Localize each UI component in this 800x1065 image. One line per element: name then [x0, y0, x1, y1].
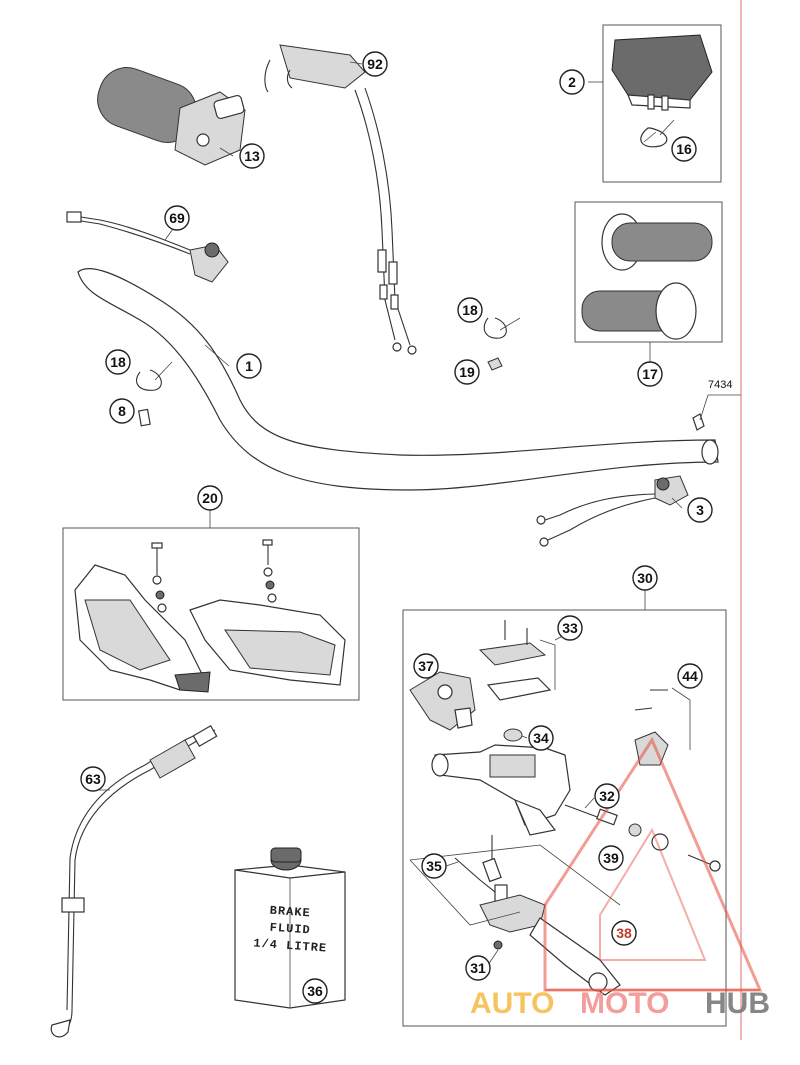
callout-19-label: 19: [459, 364, 475, 380]
clamp-parts-center: [483, 317, 521, 371]
callout-32: 32: [594, 783, 620, 809]
grips-group: [574, 201, 723, 362]
callout-1-label: 1: [245, 358, 253, 374]
callout-35: 35: [421, 853, 447, 879]
callout-3-label: 3: [696, 502, 704, 518]
callout-38-label: 38: [616, 925, 632, 941]
callout-2-label: 2: [568, 74, 576, 90]
callout-20: 20: [197, 485, 223, 511]
clamp-parts-left: [136, 361, 173, 427]
handlebar: [77, 268, 719, 491]
callout-69-label: 69: [169, 210, 185, 226]
callout-36: 36: [302, 978, 328, 1004]
callout-17: 17: [637, 361, 663, 387]
callout-39: 39: [598, 845, 624, 871]
callout-13-label: 13: [244, 148, 260, 164]
watermark-auto: AUTO: [470, 987, 554, 1020]
callout-16-label: 16: [676, 141, 692, 157]
callout-37: 37: [413, 653, 439, 679]
callout-19: 19: [454, 359, 480, 385]
callout-18-left: 18: [105, 349, 131, 375]
watermark-moto: MOTO: [580, 987, 669, 1020]
callout-39-label: 39: [603, 850, 619, 866]
can-label-line1: BRAKE: [269, 904, 311, 921]
callout-33: 33: [557, 615, 583, 641]
callout-31: 31: [465, 955, 491, 981]
callout-34: 34: [528, 725, 554, 751]
callout-18-center-label: 18: [462, 302, 478, 318]
callout-44: 44: [677, 663, 703, 689]
callout-34-label: 34: [533, 730, 549, 746]
callout-69: 69: [164, 205, 190, 231]
callout-16: 16: [671, 136, 697, 162]
handlebar-pad-group: [588, 24, 722, 183]
brake-hose: [50, 724, 218, 1038]
kill-switch-assembly: [66, 211, 229, 283]
watermark-hub: HUB: [705, 987, 770, 1020]
reference-code: 7434: [708, 379, 732, 391]
callout-37-label: 37: [418, 658, 434, 674]
brake-master-cylinder-group: [402, 590, 727, 1027]
callout-20-label: 20: [202, 490, 218, 506]
callout-32-label: 32: [599, 788, 615, 804]
callout-1: 1: [236, 353, 262, 379]
start-switch-assembly: [536, 475, 689, 547]
throttle-cables: [264, 44, 417, 355]
callout-18-left-label: 18: [110, 354, 126, 370]
brake-fluid-can: [234, 847, 346, 1009]
callout-13: 13: [239, 143, 265, 169]
callout-33-label: 33: [562, 620, 578, 636]
callout-17-label: 17: [642, 366, 658, 382]
callout-30-label: 30: [637, 570, 653, 586]
reference-label-group: 7434: [699, 379, 741, 421]
can-label-line2: FLUID: [269, 921, 311, 938]
callout-92: 92: [362, 51, 388, 77]
callout-38: 38: [611, 920, 637, 946]
callout-30: 30: [632, 565, 658, 591]
callout-35-label: 35: [426, 858, 442, 874]
throttle-grip-assembly: [97, 67, 246, 166]
callout-18-center: 18: [457, 297, 483, 323]
can-label-line3: 1/4 LITRE: [253, 936, 328, 955]
callout-92-label: 92: [367, 56, 383, 72]
callout-44-label: 44: [682, 668, 698, 684]
callout-63-label: 63: [85, 771, 101, 787]
callout-8: 8: [109, 398, 135, 424]
handguards-group: [62, 510, 360, 701]
callout-63: 63: [80, 766, 106, 792]
callout-8-label: 8: [118, 403, 126, 419]
callout-31-label: 31: [470, 960, 486, 976]
callout-36-label: 36: [307, 983, 323, 999]
callout-3: 3: [687, 497, 713, 523]
callout-2: 2: [559, 69, 585, 95]
